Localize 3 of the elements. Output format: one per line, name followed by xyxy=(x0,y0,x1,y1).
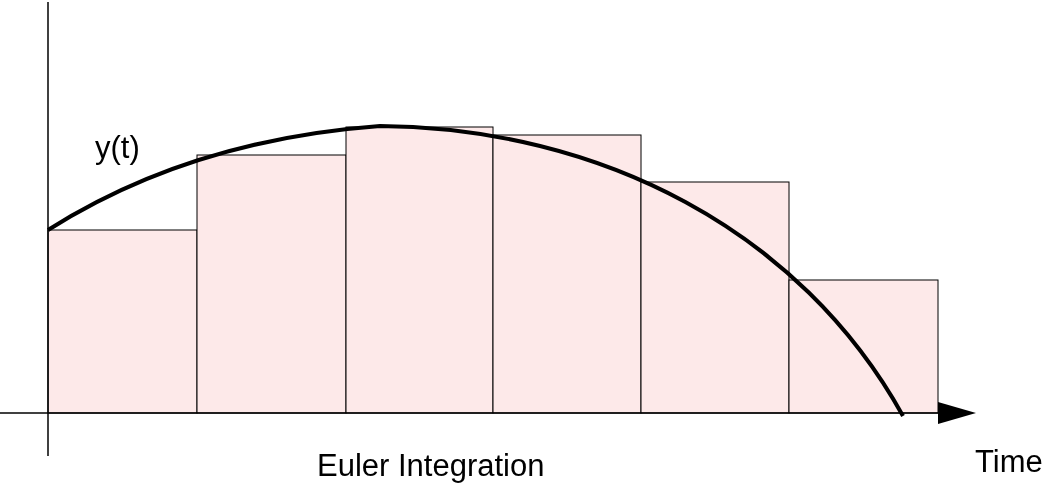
curve-label: y(t) xyxy=(95,132,140,163)
caption: Euler Integration xyxy=(317,450,545,481)
axis-label: Time xyxy=(975,446,1043,477)
